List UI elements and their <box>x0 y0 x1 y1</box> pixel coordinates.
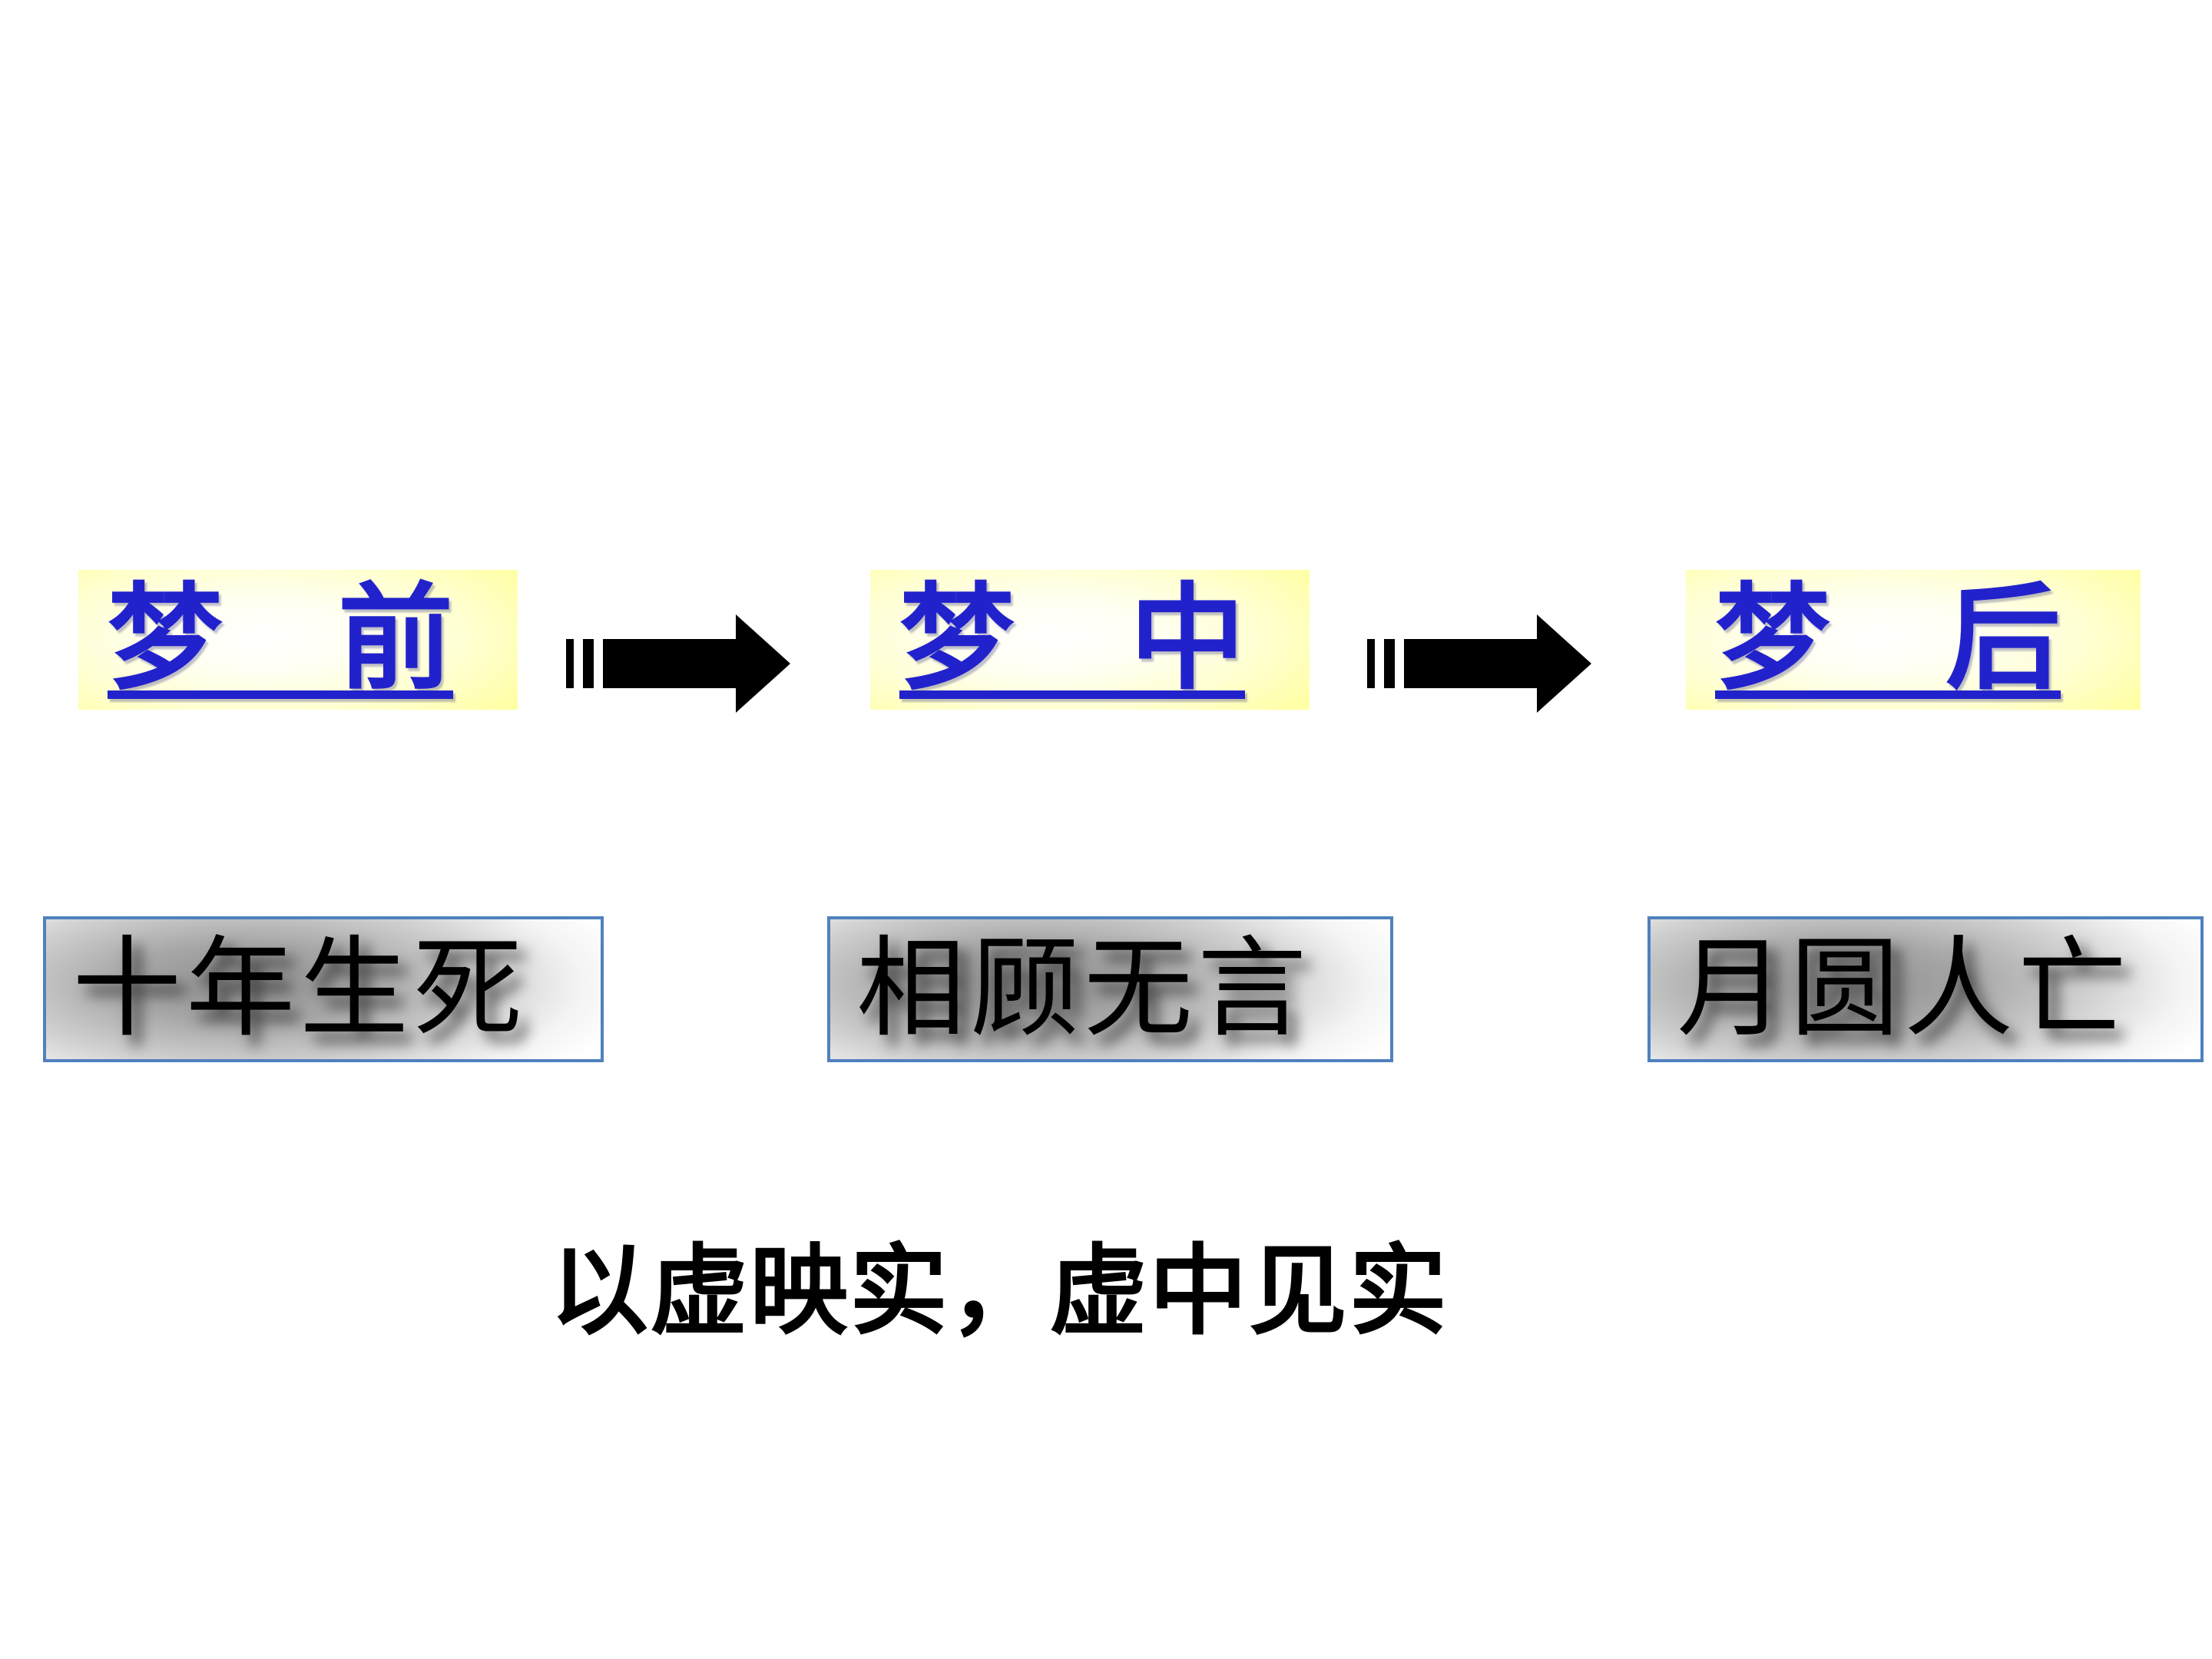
phrase-box-moon-full: 月圆人亡 <box>1647 916 2204 1062</box>
stage-label-dream-before: 梦 前 <box>108 576 454 704</box>
stage-box-dream-before: 梦 前 <box>78 570 518 710</box>
phrase-box-no-words: 相顾无言 <box>827 916 1393 1062</box>
striped-right-arrow-icon <box>1367 614 1591 713</box>
stage-box-dream-after: 梦 后 <box>1686 570 2141 710</box>
stage-box-dream-during: 梦 中 <box>870 570 1310 710</box>
stage-label-dream-after: 梦 后 <box>1715 576 2061 704</box>
slide-caption: 以虚映实，虚中见实 <box>550 1237 1449 1346</box>
phrase-text-moon-full: 月圆人亡 <box>1677 929 2131 1050</box>
phrase-text-ten-years: 十年生死 <box>72 929 527 1050</box>
phrase-text-no-words: 相顾无言 <box>856 929 1311 1050</box>
stage-label-dream-during: 梦 中 <box>899 576 1246 704</box>
phrase-box-ten-years: 十年生死 <box>43 916 604 1062</box>
striped-right-arrow-icon <box>566 614 790 713</box>
